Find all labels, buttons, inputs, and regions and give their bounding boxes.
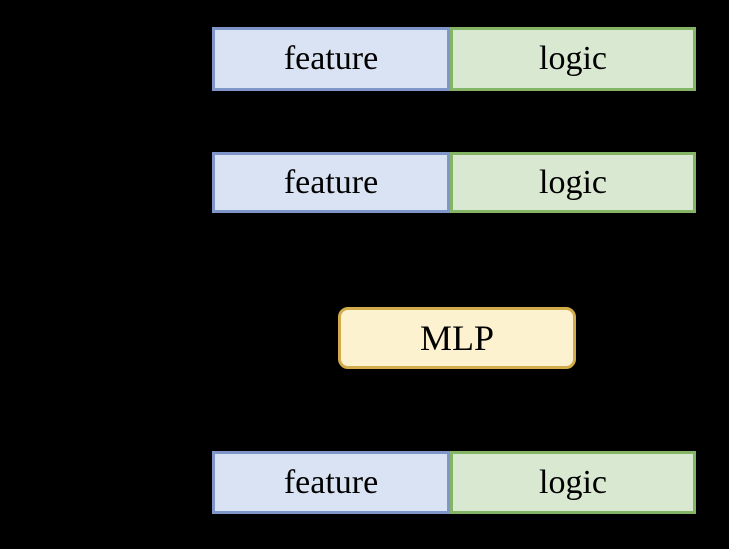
mlp-box: MLP	[338, 307, 576, 369]
feature-box-1: feature	[212, 27, 450, 91]
logic-box-1: logic	[450, 27, 696, 91]
feature-label-3: feature	[283, 463, 379, 501]
logic-label-2: logic	[539, 163, 607, 201]
feature-logic-row-1: feature logic	[212, 27, 696, 91]
feature-logic-row-3: feature logic	[212, 451, 696, 514]
logic-label-1: logic	[539, 40, 607, 77]
logic-box-2: logic	[450, 152, 696, 213]
feature-box-3: feature	[212, 451, 450, 514]
feature-logic-row-2: feature logic	[212, 152, 696, 213]
feature-label-2: feature	[283, 163, 379, 201]
feature-box-2: feature	[212, 152, 450, 213]
feature-label-1: feature	[283, 40, 379, 77]
mlp-label: MLP	[419, 318, 495, 358]
logic-label-3: logic	[539, 463, 607, 501]
logic-box-3: logic	[450, 451, 696, 514]
